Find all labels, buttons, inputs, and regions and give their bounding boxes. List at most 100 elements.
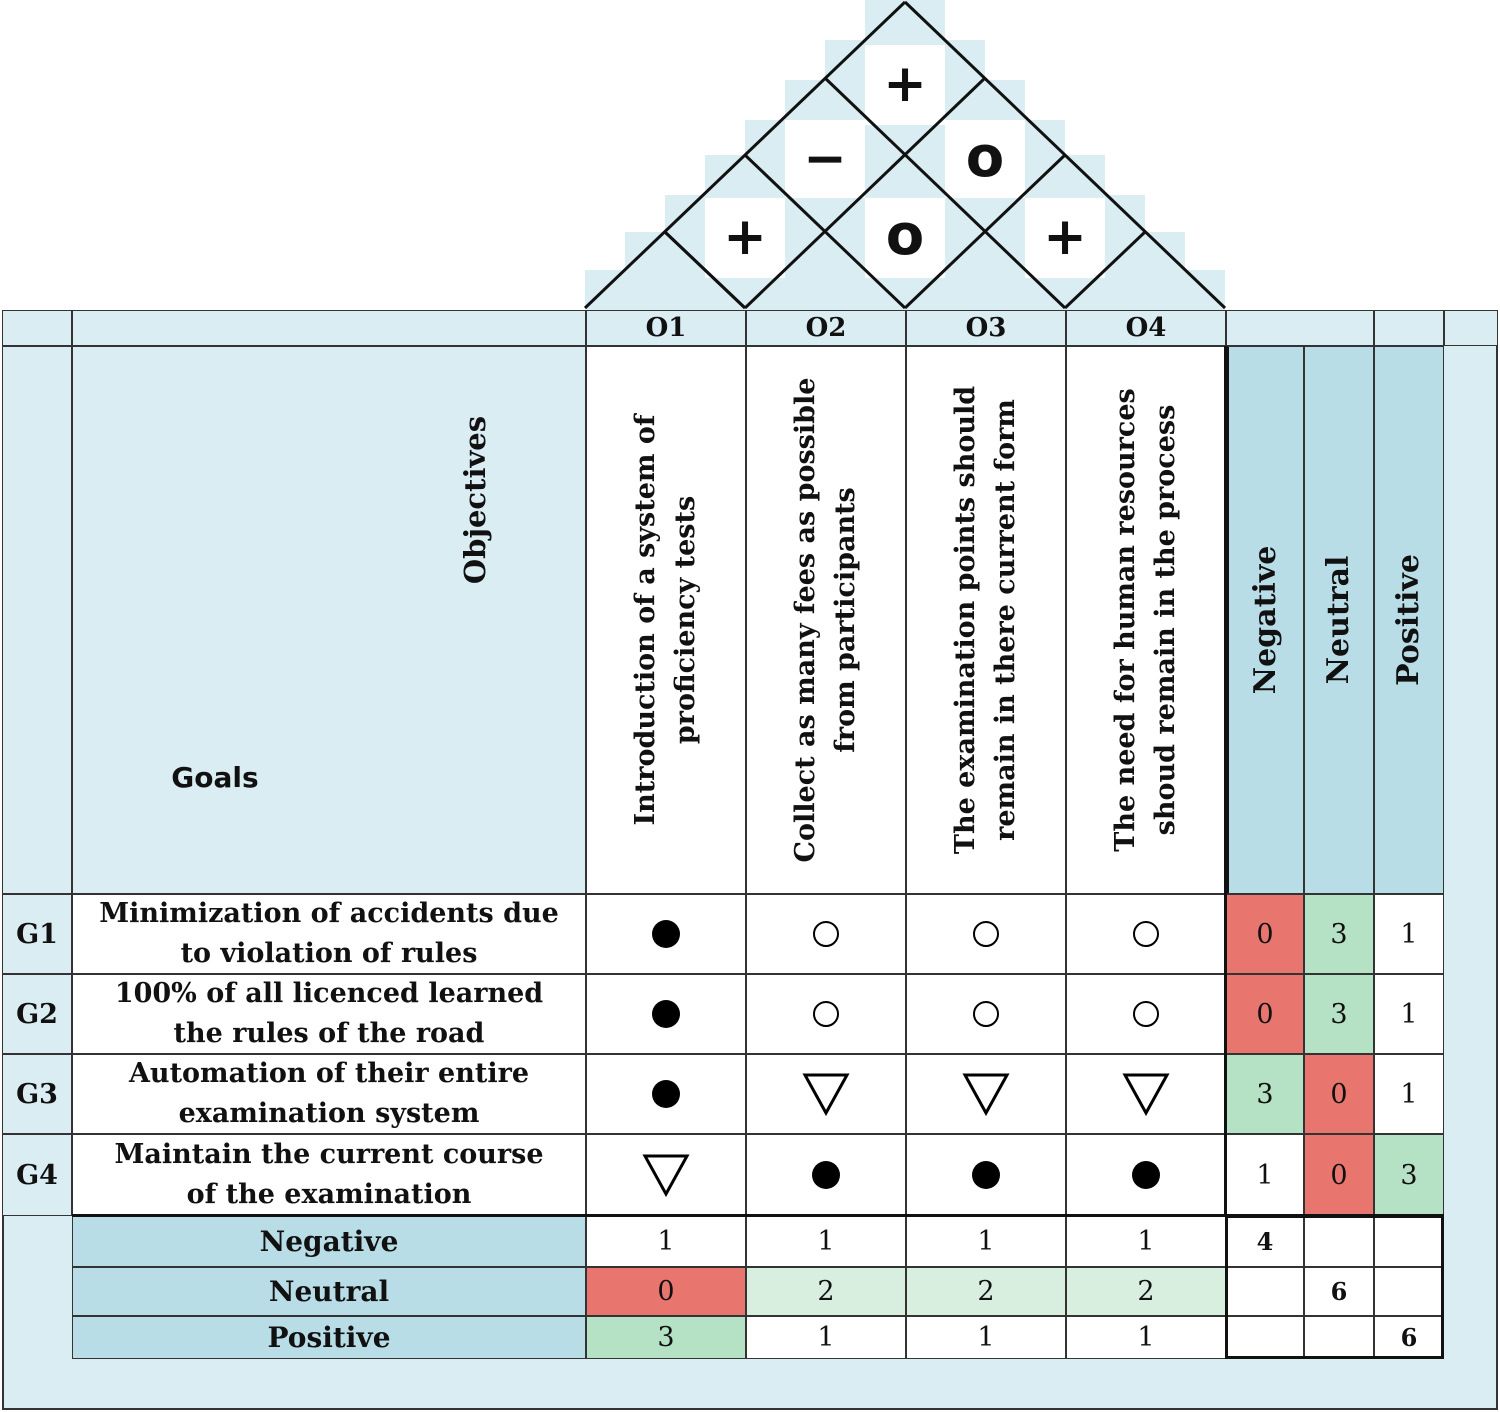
- objective-o4: The need for human resources shoud remain…: [1066, 346, 1226, 894]
- relation-cell: [746, 1134, 906, 1216]
- goal-id: G1: [2, 894, 72, 974]
- relation-cell: [746, 1054, 906, 1134]
- summary-top-rule: [72, 1214, 1444, 1217]
- relation-cell: [1066, 1134, 1226, 1216]
- summary-value: 1: [586, 1216, 746, 1267]
- summary-value: 1: [1066, 1216, 1226, 1267]
- weak-relation-icon: [962, 1073, 1010, 1117]
- correlation-o2-o4: o: [966, 125, 1004, 190]
- summary-value: 1: [746, 1216, 906, 1267]
- objective-o2: Collect as many fees as possible from par…: [746, 346, 906, 894]
- objective-id-o3: O3: [906, 310, 1066, 346]
- summary-total-empty: [1226, 1267, 1304, 1316]
- goal-positive-count: 1: [1374, 974, 1444, 1054]
- relation-cell: [586, 1054, 746, 1134]
- goal-text-line1: Maintain the current course: [114, 1139, 544, 1170]
- correlation-o1-o4: +: [883, 54, 927, 114]
- goal-id: G2: [2, 974, 72, 1054]
- relation-cell: [906, 1054, 1066, 1134]
- summary-total-empty: [1304, 1316, 1374, 1359]
- right-margin-top: [1444, 310, 1498, 346]
- strong-relation-icon: [972, 1161, 1000, 1189]
- summary-header-top: [1226, 310, 1374, 346]
- objective-o2-line2: from participants: [830, 487, 861, 753]
- relation-cell: [586, 1134, 746, 1216]
- summary-value: 1: [746, 1316, 906, 1359]
- summary-row-label-neutral: Neutral: [72, 1267, 586, 1316]
- summary-header-positive: Positive: [1374, 346, 1444, 894]
- goal-neutral-count: 0: [1304, 1054, 1374, 1134]
- summary-total-empty: [1226, 1316, 1304, 1359]
- objective-id-o1: O1: [586, 310, 746, 346]
- left-id-column-header: [2, 346, 72, 894]
- relation-cell: [1066, 894, 1226, 974]
- relation-cell: [1066, 1054, 1226, 1134]
- weak-relation-icon: [642, 1154, 690, 1198]
- objective-o4-line2: shoud remain in the process: [1150, 404, 1181, 836]
- goal-text: Minimization of accidents due to violatio…: [72, 894, 586, 974]
- goal-text-line2: examination system: [178, 1098, 480, 1129]
- summary-total-neutral: 6: [1304, 1267, 1374, 1316]
- goal-text-line2: to violation of rules: [180, 938, 478, 969]
- relation-cell: [746, 974, 906, 1054]
- objectives-label: Objectives: [458, 415, 492, 585]
- goal-text-line2: the rules of the road: [173, 1018, 485, 1049]
- objective-o2-line1: Collect as many fees as possible: [790, 377, 821, 863]
- summary-value: 1: [1066, 1316, 1226, 1359]
- goal-positive-count: 1: [1374, 1054, 1444, 1134]
- medium-relation-icon: [973, 1001, 999, 1027]
- goals-label: Goals: [171, 760, 259, 794]
- relation-cell: [586, 894, 746, 974]
- summary-total-negative: 4: [1226, 1216, 1304, 1267]
- summary-row-label-positive: Positive: [72, 1316, 586, 1359]
- strong-relation-icon: [652, 920, 680, 948]
- summary-total-empty: [1374, 1267, 1444, 1316]
- goals-header-top: [72, 310, 586, 346]
- medium-relation-icon: [813, 921, 839, 947]
- goal-neutral-count: 0: [1304, 1134, 1374, 1216]
- medium-relation-icon: [1133, 1001, 1159, 1027]
- objective-o1: Introduction of a system of proficiency t…: [586, 346, 746, 894]
- summary-header-neutral: Neutral: [1304, 346, 1374, 894]
- objective-o4-line1: The need for human resources: [1110, 388, 1141, 852]
- goal-text: Maintain the current course of the examin…: [72, 1134, 586, 1216]
- summary-value: 2: [746, 1267, 906, 1316]
- matrix-right-rule: [1224, 346, 1227, 1216]
- strong-relation-icon: [1132, 1161, 1160, 1189]
- medium-relation-icon: [813, 1001, 839, 1027]
- correlation-o1-o3: −: [803, 129, 847, 189]
- relation-cell: [906, 894, 1066, 974]
- objective-id-o4: O4: [1066, 310, 1226, 346]
- goals-objectives-header: [72, 346, 586, 894]
- goal-id: G3: [2, 1054, 72, 1134]
- objective-o1-line2: proficiency tests: [670, 495, 701, 745]
- correlation-o1-o2: +: [723, 207, 767, 267]
- goal-text-line1: Minimization of accidents due: [99, 898, 559, 929]
- summary-row-label-negative: Negative: [72, 1216, 586, 1267]
- weak-relation-icon: [1122, 1073, 1170, 1117]
- goal-positive-count: 3: [1374, 1134, 1444, 1216]
- summary-value: 2: [1066, 1267, 1226, 1316]
- goal-negative-count: 3: [1226, 1054, 1304, 1134]
- goal-neutral-count: 3: [1304, 974, 1374, 1054]
- summary-value: 2: [906, 1267, 1066, 1316]
- goal-neutral-count: 3: [1304, 894, 1374, 974]
- strong-relation-icon: [812, 1161, 840, 1189]
- summary-value: 3: [586, 1316, 746, 1359]
- medium-relation-icon: [973, 921, 999, 947]
- weak-relation-icon: [802, 1073, 850, 1117]
- strong-relation-icon: [652, 1000, 680, 1028]
- correlation-o3-o4: +: [1043, 207, 1087, 267]
- corner-cell: [2, 310, 72, 346]
- summary-total-positive: 6: [1374, 1316, 1444, 1359]
- correlation-roof: +o+−o+: [583, 0, 1227, 310]
- objective-o3-line2: remain in there current form: [990, 399, 1021, 841]
- summary-total-empty: [1304, 1216, 1374, 1267]
- goal-text-line1: 100% of all licenced learned: [114, 978, 544, 1009]
- goal-text-line2: of the examination: [186, 1179, 472, 1210]
- strong-relation-icon: [652, 1080, 680, 1108]
- objective-o1-line1: Introduction of a system of: [630, 414, 661, 826]
- goal-positive-count: 1: [1374, 894, 1444, 974]
